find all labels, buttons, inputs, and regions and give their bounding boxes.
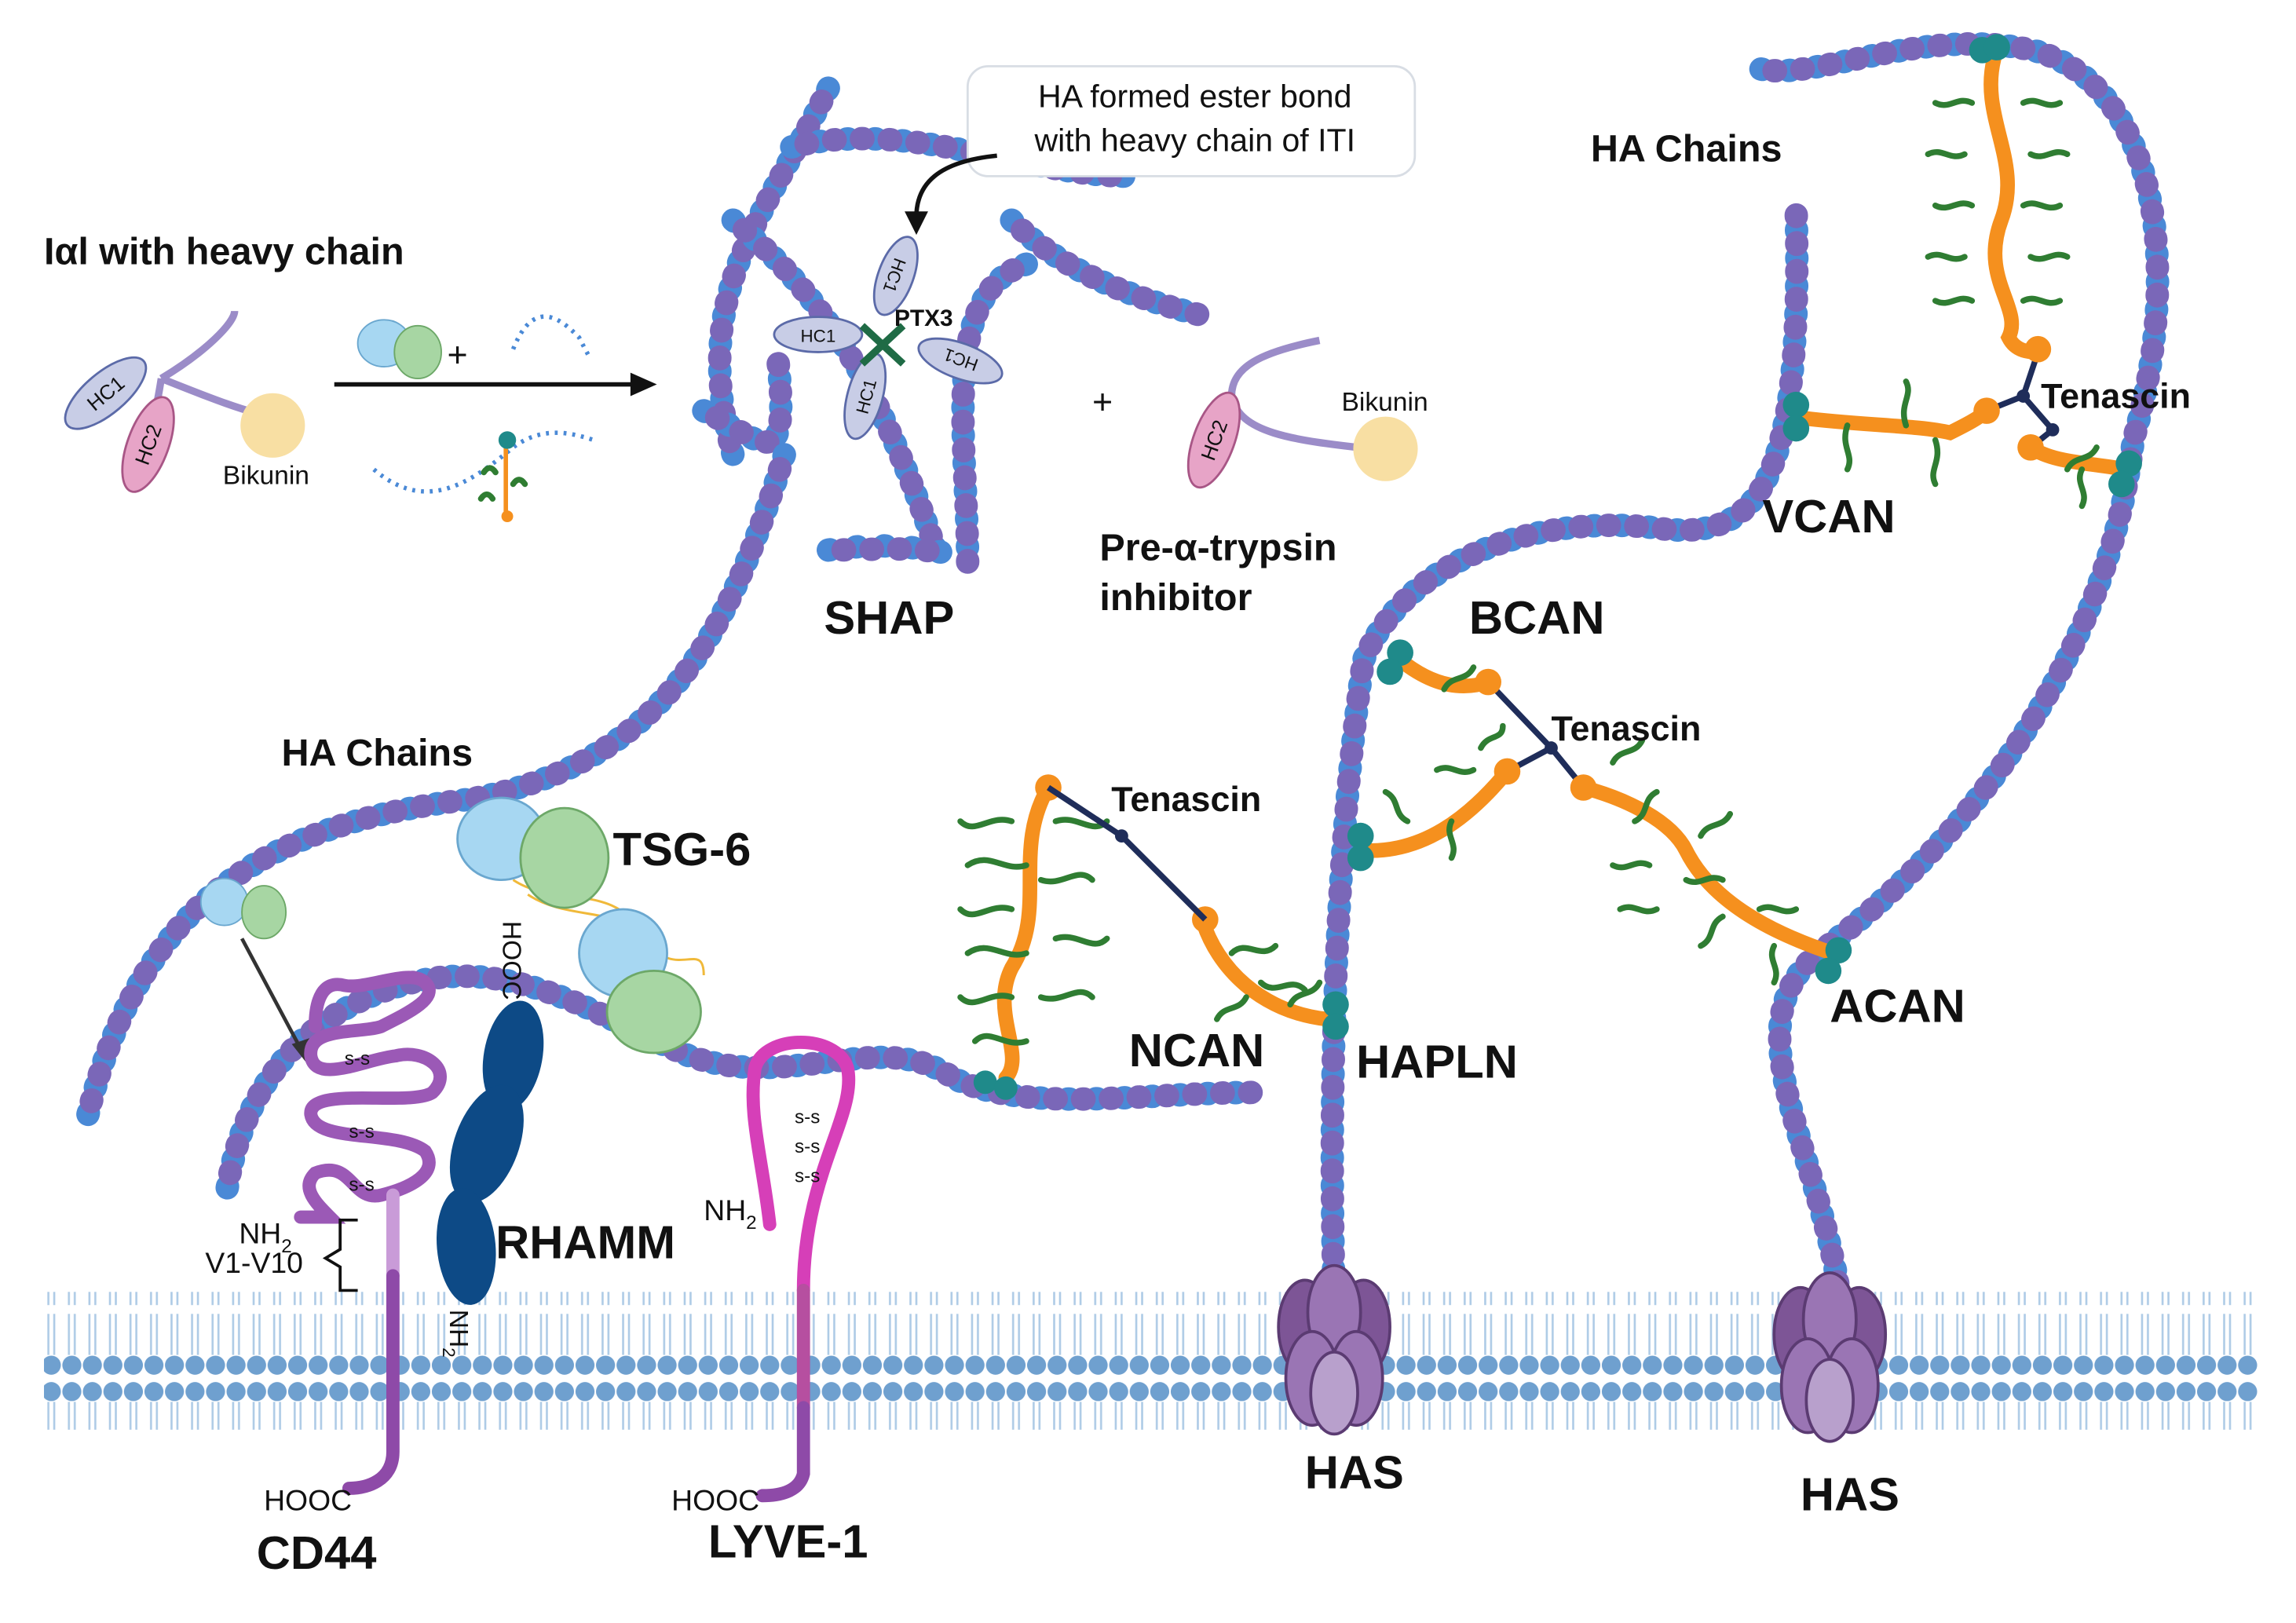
tsg6-arrow: [240, 938, 302, 1050]
hc1-ellipse: [64, 356, 148, 430]
vcan-label: VCAN: [1762, 490, 1895, 543]
shap-complex: HC1 HC1 HC1 HC1 PTX3: [773, 236, 1004, 440]
v1v10-bracket: [322, 1218, 358, 1292]
cd44-ss-3: s-s: [349, 1174, 374, 1195]
acan-label: ACAN: [1830, 980, 1965, 1033]
callout-line-2: with heavy chain of ITI: [1033, 122, 1355, 159]
plus-large: +: [1092, 382, 1113, 422]
tsg6-protein: [456, 796, 705, 1055]
tenascin-bcan: Tenascin: [1551, 709, 1701, 748]
cd44-label: CD44: [257, 1526, 377, 1579]
ptx3-label: PTX3: [894, 305, 953, 331]
has-label-left: HAS: [1305, 1446, 1404, 1499]
shap-label: SHAP: [824, 591, 954, 644]
ha-small-icon: [510, 314, 593, 361]
lyve1-receptor: [746, 1036, 856, 1503]
hc2-ellipse: [121, 396, 175, 493]
bikunin-circle: [240, 393, 305, 458]
cell-membrane: [44, 1292, 2258, 1430]
has-enzyme-left: [1277, 1263, 1391, 1436]
lyve1-ss-2: s-s: [795, 1136, 820, 1157]
callout-bubble: HA formed ester bond with heavy chain of…: [966, 64, 1417, 177]
cd44-ss-2: s-s: [349, 1121, 374, 1142]
rhamm-label: RHAMM: [495, 1215, 675, 1268]
tenascin-ncan: Tenascin: [1111, 780, 1261, 819]
bikunin-label-pre: Bikunin: [1341, 388, 1428, 417]
ha-chains-label-left: HA Chains: [281, 732, 473, 774]
vcan-proteoglycans: [1782, 34, 2142, 510]
callout-line-1: HA formed ester bond: [1038, 79, 1351, 115]
plus-small: +: [447, 335, 467, 375]
bcan-label: BCAN: [1469, 591, 1605, 644]
tsg6-label: TSG-6: [612, 823, 751, 875]
lyve1-hooc: HOOC: [671, 1484, 759, 1517]
lyve1-ss-1: s-s: [795, 1107, 820, 1128]
has-enzyme-right: [1772, 1271, 1888, 1443]
ncan-label: NCAN: [1129, 1024, 1265, 1077]
has-label-right: HAS: [1801, 1468, 1899, 1521]
iai-complex: HC1 HC2 Bikunin: [64, 310, 309, 493]
rhamm-receptor: [436, 1000, 544, 1305]
rhamm-hooc: HOOC: [496, 921, 525, 1000]
pre-alpha-trypsin-inhibitor: HC2 Bikunin: [1186, 336, 1428, 489]
tsg6-small-icon: [356, 319, 442, 379]
bcan-acan-proteoglycans: [1347, 639, 1852, 986]
bikunin-label: Bikunin: [223, 461, 309, 490]
lyve1-nh2: NH2: [704, 1193, 756, 1234]
pre-alpha-line-2: inhibitor: [1099, 576, 1252, 619]
hc1-label-shap-left: HC1: [800, 326, 835, 345]
proteoglycan-small-icon: [372, 430, 595, 523]
cd44-ss-1: s-s: [345, 1048, 370, 1069]
ncan-proteoglycan: [957, 774, 1335, 1100]
pre-alpha-line-1: Pre-α-trypsin: [1099, 527, 1336, 569]
ha-chains: [76, 32, 2170, 1310]
lyve1-ss-3: s-s: [795, 1165, 820, 1186]
cd44-hooc: HOOC: [264, 1484, 352, 1517]
lyve1-label: LYVE-1: [708, 1515, 868, 1567]
hapln-link: [1322, 991, 1349, 1040]
iai-title: Iαl with heavy chain: [44, 230, 404, 272]
cd44-receptor: [294, 971, 447, 1495]
tenascin-vcan: Tenascin: [2041, 376, 2191, 415]
hapln-label: HAPLN: [1356, 1036, 1518, 1088]
rhamm-nh2: NH2: [439, 1310, 473, 1358]
callout-arrow: [914, 153, 997, 217]
tsg6-small-protein: [199, 877, 287, 940]
cd44-v1v10: V1-V10: [205, 1246, 303, 1279]
cd44-nh2: NH2: [239, 1217, 291, 1257]
ha-chains-label-right: HA Chains: [1591, 128, 1782, 170]
